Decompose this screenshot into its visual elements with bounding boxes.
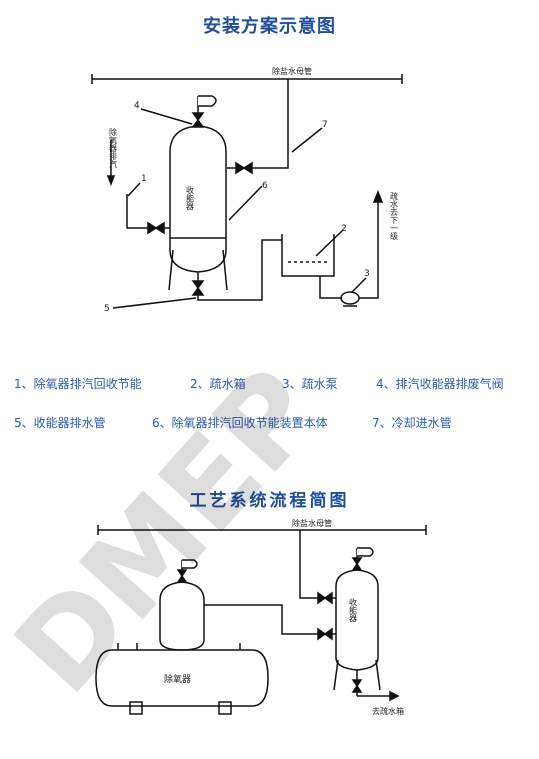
bottom-diagram-title: 工艺系统流程简图 <box>189 491 350 511</box>
top-collector-tank <box>168 125 228 291</box>
drain-tank-label: 去疏水箱 <box>372 706 404 716</box>
deaerator-label: 除氧器 <box>164 673 191 685</box>
top-vent-valve-icon <box>191 95 217 128</box>
num-7: 7 <box>322 120 328 130</box>
num-1: 1 <box>141 174 147 184</box>
bottom-collector-tank <box>333 547 400 702</box>
bottom-return-pipe <box>204 604 336 635</box>
exhaust-label: 除氧器排汽 <box>109 127 118 168</box>
legend-item-3: 3、疏水泵 <box>282 376 338 391</box>
bottom-main-pipe-label: 除盐水母管 <box>292 518 332 528</box>
cooling-valve-icon <box>235 161 253 175</box>
drain-pump-icon <box>340 291 360 307</box>
top-main-pipe <box>91 74 403 84</box>
num-6: 6 <box>262 181 268 191</box>
num-2: 2 <box>341 224 347 234</box>
top-diagram-title: 安装方案示意图 <box>203 16 336 37</box>
top-tank-label: 收能器 <box>186 185 195 211</box>
num-3: 3 <box>364 269 370 279</box>
cooling-inlet-pipe <box>227 79 289 169</box>
num-4: 4 <box>134 101 140 111</box>
deaerator-column <box>159 559 205 651</box>
top-main-pipe-label: 除盐水母管 <box>272 66 312 76</box>
legend-item-1: 1、除氧器排汽回收节能 <box>14 376 142 391</box>
bottom-tank-label: 收能器 <box>349 597 358 623</box>
exhaust-valve-icon <box>147 221 165 235</box>
bottom-inlet-pipe <box>299 530 336 599</box>
deaerator-tank <box>95 643 269 715</box>
legend-item-2: 2、疏水箱 <box>190 376 246 391</box>
legend-item-7: 7、冷却进水管 <box>372 415 452 430</box>
bottom-main-pipe <box>97 525 427 535</box>
legend-item-5: 5、收能器排水管 <box>14 415 106 430</box>
drain-out-label: 疏水去下一级 <box>390 191 399 241</box>
legend-item-6: 6、除氧器排汽回收节能装置本体 <box>152 415 328 430</box>
bottom-valve-2-icon <box>317 627 333 641</box>
num-5: 5 <box>104 304 110 314</box>
drain-out-pipe <box>359 198 379 299</box>
pump-pipe <box>319 276 342 299</box>
drain-valve-icon <box>191 280 205 296</box>
drain-tank <box>281 234 335 277</box>
legend-item-4: 4、排汽收能器排废气阀 <box>376 376 504 391</box>
bottom-valve-1-icon <box>317 591 333 605</box>
